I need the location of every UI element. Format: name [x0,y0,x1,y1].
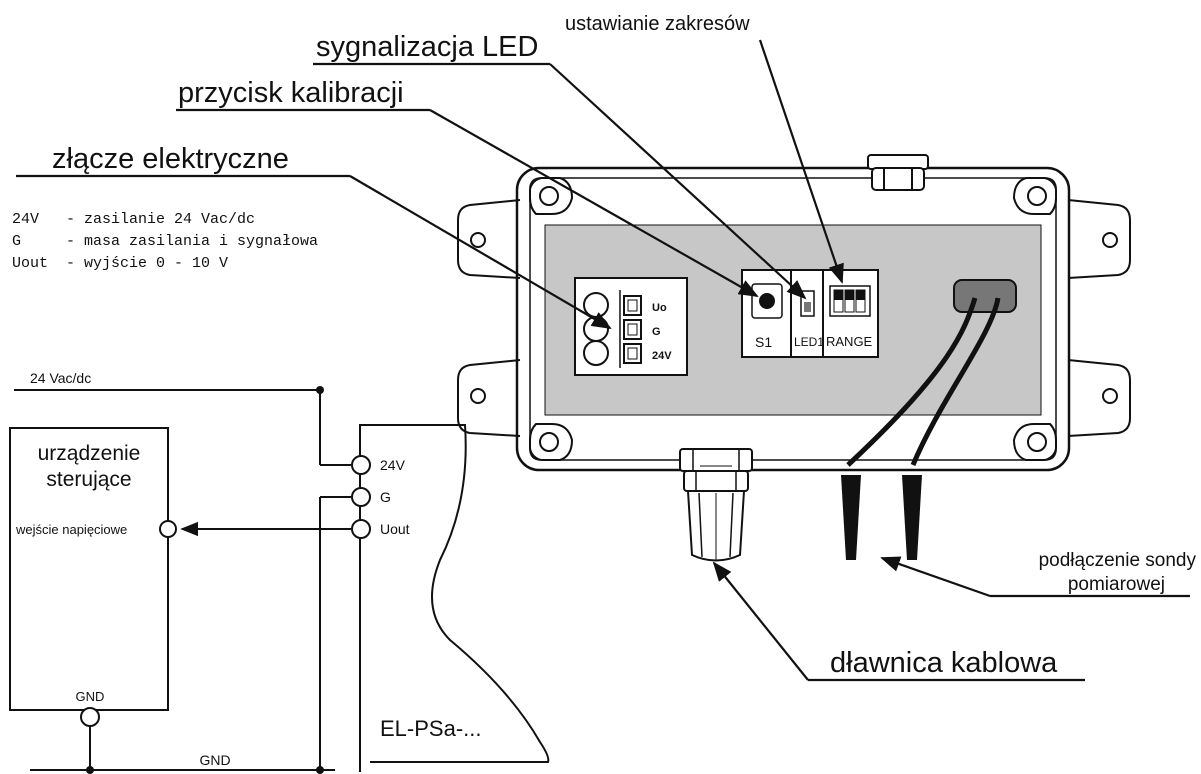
corner-screws [529,177,1057,461]
terminal-24v-circle [351,455,371,475]
control-block [741,269,879,358]
top-vent-fitting [867,154,929,191]
callout-probe-connection-2: pomiarowej [1068,574,1165,595]
terminal-legend: 24V - zasilanie 24 Vac/dc G - masa zasil… [12,211,318,272]
probe-connector [841,279,1017,560]
enclosure-body [515,166,1071,472]
wiring-schematic [9,389,550,772]
legend-line-g: G - masa zasilania i sygnałowa [12,233,318,250]
terminal-label-uo: Uo [652,302,667,314]
range-label: RANGE [826,334,873,349]
junction-dot [316,386,324,394]
gnd-device-circle [80,707,100,727]
probe-cable-right [902,475,922,560]
callout-leaders [16,39,1190,682]
control-device-label-1: urządzenie [38,442,141,465]
callout-electrical-connector: złącze elektryczne [52,143,289,175]
junction-dot [316,766,324,774]
gnd-bus-label: GND [199,752,230,768]
terminal-24v-label: 24V [380,457,406,473]
gnd-device-label: GND [76,689,105,704]
terminal-label-24v: 24V [652,350,672,362]
terminal-g-label: G [380,489,391,505]
mounting-ear-top-right [1067,199,1131,279]
callout-range-setting: ustawianie zakresów [565,13,750,35]
mounting-ear-bottom-right [1067,359,1131,437]
terminal-block [574,277,688,376]
legend-line-uout: Uout - wyjście 0 - 10 V [12,255,228,272]
terminal-uout-label: Uout [380,521,410,537]
device-model-label: EL-PSa-... [380,716,481,741]
callout-led-signal: sygnalizacja LED [316,31,538,63]
control-device-label-2: sterujące [46,468,131,491]
callout-cable-gland: dławnica kablowa [830,647,1058,679]
legend-line-24v: 24V - zasilanie 24 Vac/dc [12,211,255,228]
cable-gland [679,448,753,562]
junction-dot [86,766,94,774]
mounting-ear-top-left [457,199,521,279]
led-label: LED1 [794,335,824,349]
el-psa-device-outline [359,424,550,772]
mounting-ear-bottom-left [457,359,521,437]
supply-label: 24 Vac/dc [30,370,91,386]
callout-probe-connection-1: podłączenie sondy [1039,550,1197,571]
button-label-s1: S1 [755,334,772,350]
terminal-g-circle [351,487,371,507]
terminal-uout-circle [351,519,371,539]
terminal-label-g: G [652,326,661,338]
enclosure [457,154,1131,472]
probe-cable-left [841,475,861,560]
voltage-input-label: wejście napięciowe [15,522,127,537]
callout-calibration-button: przycisk kalibracji [178,77,404,109]
voltage-input-circle [159,520,177,538]
